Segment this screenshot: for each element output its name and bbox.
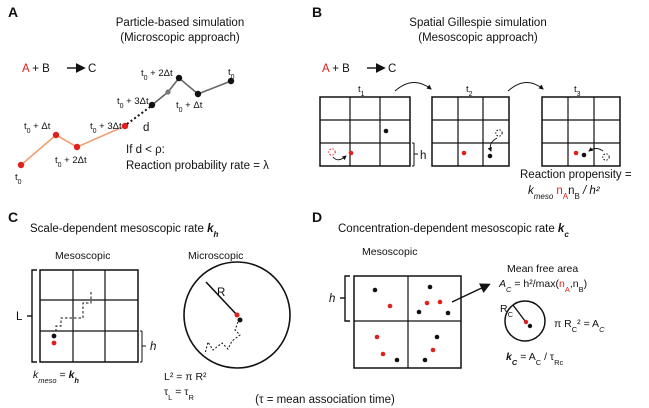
h-label-b: h <box>420 150 426 162</box>
h-label-d: h <box>329 293 335 305</box>
eq-tau: τL = τR <box>164 386 194 402</box>
particle-a-t0 <box>17 161 25 169</box>
l-bracket <box>31 269 37 363</box>
grid-t1-label: t1 <box>358 84 365 98</box>
panel-b: B Spatial Gillespie simulation (Mesoscop… <box>312 4 632 201</box>
panel-b-title-2: (Mesoscopic approach) <box>418 32 538 44</box>
panel-d-title: Concentration-dependent mesoscopic rate … <box>338 223 569 239</box>
propensity-line-1: Reaction propensity = <box>520 169 632 181</box>
panel-a-title-2: (Microscopic approach) <box>120 32 240 44</box>
time-label-b0: t0 <box>228 67 235 81</box>
time-label-a1: t0 + Δt <box>24 121 51 135</box>
particle-b-t3 <box>148 101 156 109</box>
time-arrow-1 <box>394 82 432 92</box>
panel-b-title-1: Spatial Gillespie simulation <box>409 17 546 29</box>
particle-b-t1 <box>194 90 202 98</box>
particle-a-t2 <box>73 143 81 151</box>
particle-a-t3 <box>121 122 129 130</box>
footnote: (τ = mean association time) <box>255 394 395 406</box>
grid-t3-label: t3 <box>574 84 581 98</box>
zoom-arrow <box>451 283 491 303</box>
panel-c-title: Scale-dependent mesoscopic rate kh <box>30 223 218 239</box>
panel-d-label: D <box>312 209 322 225</box>
particle-a-t1 <box>52 131 60 139</box>
reaction-b-species: + B <box>29 63 50 75</box>
panel-b-label: B <box>312 4 322 20</box>
reaction-product: C <box>88 63 96 75</box>
panel-c: C Scale-dependent mesoscopic rate kh Mes… <box>8 209 395 406</box>
svg-text:A + B: A + B <box>22 63 50 75</box>
particle-b-mid <box>165 89 171 95</box>
time-label-b1: t0 + Δt <box>176 100 203 114</box>
time-label-a2: t0 + 2Δt <box>55 155 87 169</box>
kc-eq: kC= AC / τRc <box>506 351 563 367</box>
time-label-b2: t0 + 2Δt <box>141 68 173 82</box>
distance-line <box>126 106 151 125</box>
svg-text:C: C <box>388 63 396 75</box>
grid-c <box>39 269 139 363</box>
pi-rc-eq: π RC² = AC <box>554 318 605 334</box>
grid-t3 <box>541 96 621 167</box>
panel-a-title-1: Particle-based simulation <box>116 17 244 29</box>
eq-l2: L² = π R² <box>164 371 207 383</box>
time-label-a3: t0 + 3Δt <box>90 121 122 135</box>
panel-d: D Concentration-dependent mesoscopic rat… <box>312 209 605 369</box>
grid-t2 <box>431 96 510 167</box>
panel-c-label: C <box>8 209 18 225</box>
particle-b-t0 <box>227 77 235 85</box>
time-arrow-2 <box>507 82 544 92</box>
grid-t2-label: t2 <box>466 84 473 98</box>
rc-label: RC <box>500 303 514 319</box>
meso-label-d: Mesoscopic <box>362 246 417 258</box>
svg-text:A + B: A + B <box>322 63 350 75</box>
condition-line-1: If d < ρ: <box>126 144 165 156</box>
grid-d <box>353 275 462 369</box>
kmeso-eq: kmeso = kh <box>33 369 79 385</box>
time-label-a0: t0 <box>15 172 22 186</box>
panel-b-reaction: A + B C <box>322 63 396 75</box>
l-label: L <box>16 311 23 323</box>
condition-line-2: Reaction probability rate = λ <box>126 160 269 172</box>
grid-t1 <box>319 96 411 167</box>
panel-a-reaction: A + B C <box>22 63 96 75</box>
panel-a: A Particle-based simulation (Microscopic… <box>8 4 269 186</box>
r-label: R <box>217 287 225 299</box>
time-label-b3: t0 + 3Δt <box>117 96 149 110</box>
rc-circle <box>504 300 546 342</box>
particle-b-t2 <box>175 74 183 82</box>
mfa-title: Mean free area <box>507 263 578 275</box>
particle-a-path <box>20 125 126 166</box>
reaction-a-species: A <box>22 63 30 75</box>
h-label-c: h <box>150 341 156 353</box>
micro-circle <box>183 261 291 369</box>
mfa-eq: AC = h²/max(nA,nB) <box>498 278 587 294</box>
panel-a-label: A <box>8 4 18 20</box>
distance-label: d <box>143 122 149 134</box>
micro-label-c: Microscopic <box>188 250 243 262</box>
meso-label-c: Mesoscopic <box>55 250 110 262</box>
